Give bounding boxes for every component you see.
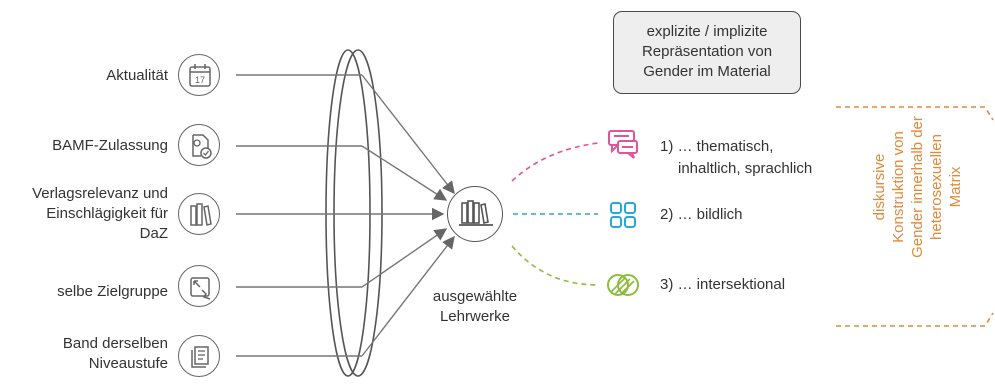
side-text-line: diskursive bbox=[871, 153, 888, 221]
books-icon bbox=[178, 193, 220, 235]
criterion-text: Aktualität bbox=[106, 67, 168, 84]
criterion-text: BAMF-Zulassung bbox=[52, 137, 168, 154]
criterion-label-aktualitaet: Aktualität bbox=[20, 66, 168, 86]
criterion-text: Verlagsrelevanz und bbox=[32, 185, 168, 202]
criterion-text: Einschlägigkeit für bbox=[46, 205, 168, 222]
lens-front bbox=[333, 49, 383, 377]
calendar-icon: 17 bbox=[178, 54, 220, 96]
outcome-intersektional: 3) … intersektional bbox=[660, 274, 785, 296]
hub-label: ausgewählte Lehrwerke bbox=[410, 287, 540, 327]
box-line: Repräsentation von bbox=[641, 43, 773, 60]
connector-niveau-2 bbox=[361, 235, 455, 357]
side-text-line: Gender innerhalb der bbox=[909, 116, 926, 258]
outcome-text: 1) … thematisch, bbox=[660, 138, 774, 155]
box-line: Gender im Material bbox=[643, 63, 771, 80]
outcome-text: 3) … intersektional bbox=[660, 276, 786, 293]
outcome-bildlich: 2) … bildlich bbox=[660, 204, 743, 226]
criterion-label-verlag: Verlagsrelevanz und Einschlägigkeit für … bbox=[2, 184, 168, 244]
criterion-label-bamf: BAMF-Zulassung bbox=[20, 136, 168, 156]
criterion-label-zielgruppe: selbe Zielgruppe bbox=[20, 282, 168, 302]
criterion-text: Niveaustufe bbox=[88, 355, 168, 372]
outcome-text: inhaltlich, sprachlich bbox=[678, 160, 813, 177]
connector-aktualitaet-2 bbox=[361, 74, 455, 195]
lens-back bbox=[325, 49, 371, 377]
criterion-text: DaZ bbox=[139, 225, 168, 242]
book-pages-icon bbox=[178, 335, 220, 377]
connector-zielgruppe-2 bbox=[361, 228, 448, 288]
certified-document-icon bbox=[178, 124, 220, 166]
hub-label-line: ausgewählte bbox=[432, 288, 518, 305]
side-text-line: heterosexuellen bbox=[928, 134, 945, 240]
dashed-connector-1 bbox=[511, 142, 599, 182]
criterion-text: selbe Zielgruppe bbox=[57, 283, 168, 300]
outcome-thematisch: 1) … thematisch, inhaltlich, sprachlich bbox=[660, 136, 812, 180]
svg-text:17: 17 bbox=[195, 75, 205, 85]
dashed-connector-3 bbox=[511, 245, 599, 286]
side-text-line: Matrix bbox=[947, 166, 964, 208]
outcome-text: 2) … bildlich bbox=[660, 206, 743, 223]
target-group-icon bbox=[178, 265, 220, 307]
connector-bamf-2 bbox=[361, 145, 448, 201]
bookshelf-icon bbox=[447, 186, 503, 242]
representation-box: explizite / implizite Repräsentation von… bbox=[613, 11, 801, 94]
criterion-text: Band derselben bbox=[62, 335, 168, 352]
box-line: explizite / implizite bbox=[646, 23, 768, 40]
hub-label-line: Lehrwerke bbox=[439, 308, 511, 325]
bracket-top bbox=[836, 106, 994, 121]
criterion-label-niveau: Band derselben Niveaustufe bbox=[20, 334, 168, 374]
overlapping-circles-icon bbox=[607, 274, 639, 296]
grid-squares-icon bbox=[610, 202, 636, 228]
chat-bubbles-icon bbox=[608, 130, 638, 159]
bracket-bottom bbox=[836, 312, 994, 327]
discursive-construction-label: diskursive Konstruktion von Gender inner… bbox=[870, 82, 965, 292]
side-text-line: Konstruktion von bbox=[890, 131, 907, 243]
